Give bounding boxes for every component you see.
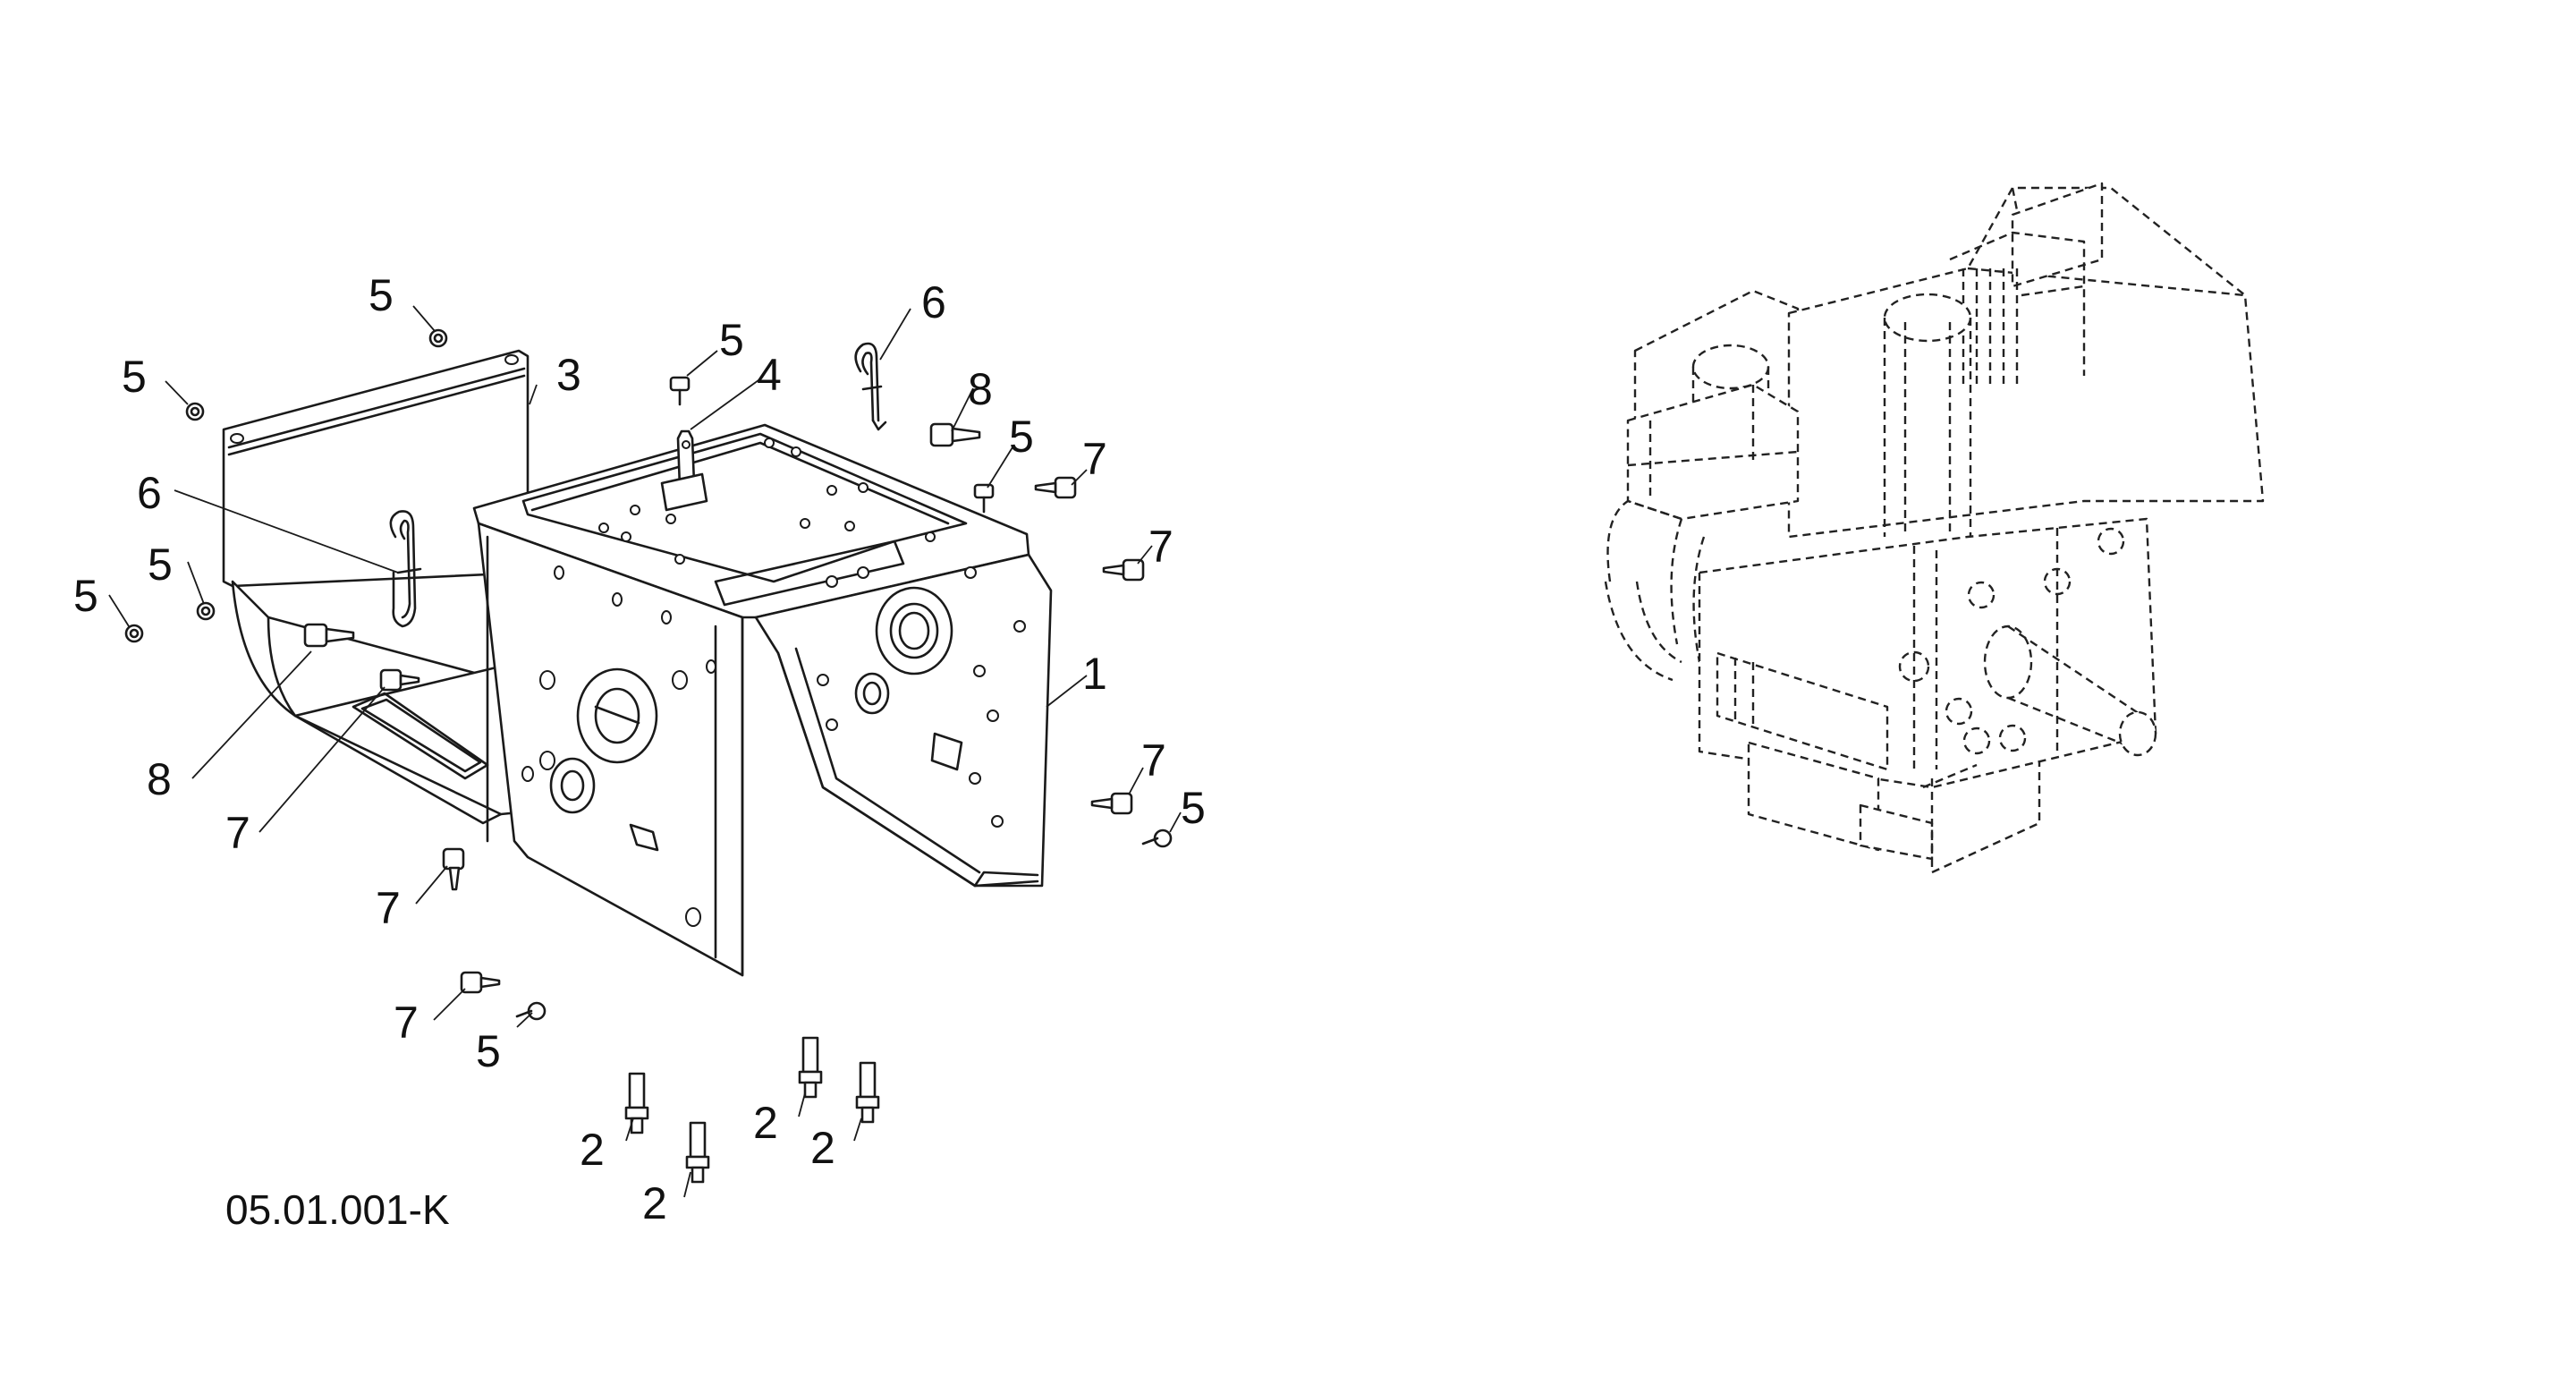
callout-7: 7 — [1141, 735, 1166, 786]
callout-7: 7 — [376, 883, 401, 933]
callout-5: 5 — [719, 315, 744, 365]
callout-2: 2 — [753, 1098, 778, 1148]
engine-reference-drawing — [1604, 182, 2265, 874]
callout-5: 5 — [73, 571, 98, 621]
main-frame-part-1 — [472, 423, 1053, 977]
callout-5: 5 — [148, 540, 173, 590]
hook-part-6-lower — [389, 510, 422, 628]
frame-assembly: 5 5 3 6 5 5 5 4 6 8 5 7 7 1 8 7 7 5 7 7 … — [73, 270, 1206, 1233]
callout-2: 2 — [642, 1178, 667, 1228]
callout-5: 5 — [122, 352, 147, 402]
bracket-part-4 — [660, 429, 708, 512]
diagram-code: 05.01.001-K — [225, 1186, 450, 1233]
bolts-parts-7-8 — [303, 422, 1145, 994]
hook-part-6-upper — [854, 342, 887, 431]
callout-7: 7 — [1082, 434, 1107, 484]
callout-7: 7 — [225, 808, 250, 858]
callout-5: 5 — [1009, 412, 1034, 462]
callout-4: 4 — [757, 350, 782, 400]
callout-7: 7 — [394, 998, 419, 1048]
callout-6: 6 — [137, 468, 162, 518]
callout-labels: 5 5 3 6 5 5 5 4 6 8 5 7 7 1 8 7 7 5 7 7 … — [73, 270, 1206, 1228]
callout-7: 7 — [1148, 522, 1174, 572]
callout-1: 1 — [1082, 649, 1107, 699]
callout-6: 6 — [921, 277, 946, 327]
screws-part-5 — [124, 328, 1173, 1021]
leader-lines — [108, 305, 1182, 1198]
callout-3: 3 — [556, 350, 581, 400]
studs-part-2 — [624, 1036, 880, 1184]
callout-2: 2 — [580, 1125, 605, 1175]
callout-5: 5 — [1181, 783, 1206, 833]
callout-5: 5 — [369, 270, 394, 320]
callout-8: 8 — [147, 754, 172, 804]
callout-5: 5 — [476, 1026, 501, 1076]
callout-8: 8 — [968, 364, 993, 414]
callout-2: 2 — [810, 1123, 835, 1173]
